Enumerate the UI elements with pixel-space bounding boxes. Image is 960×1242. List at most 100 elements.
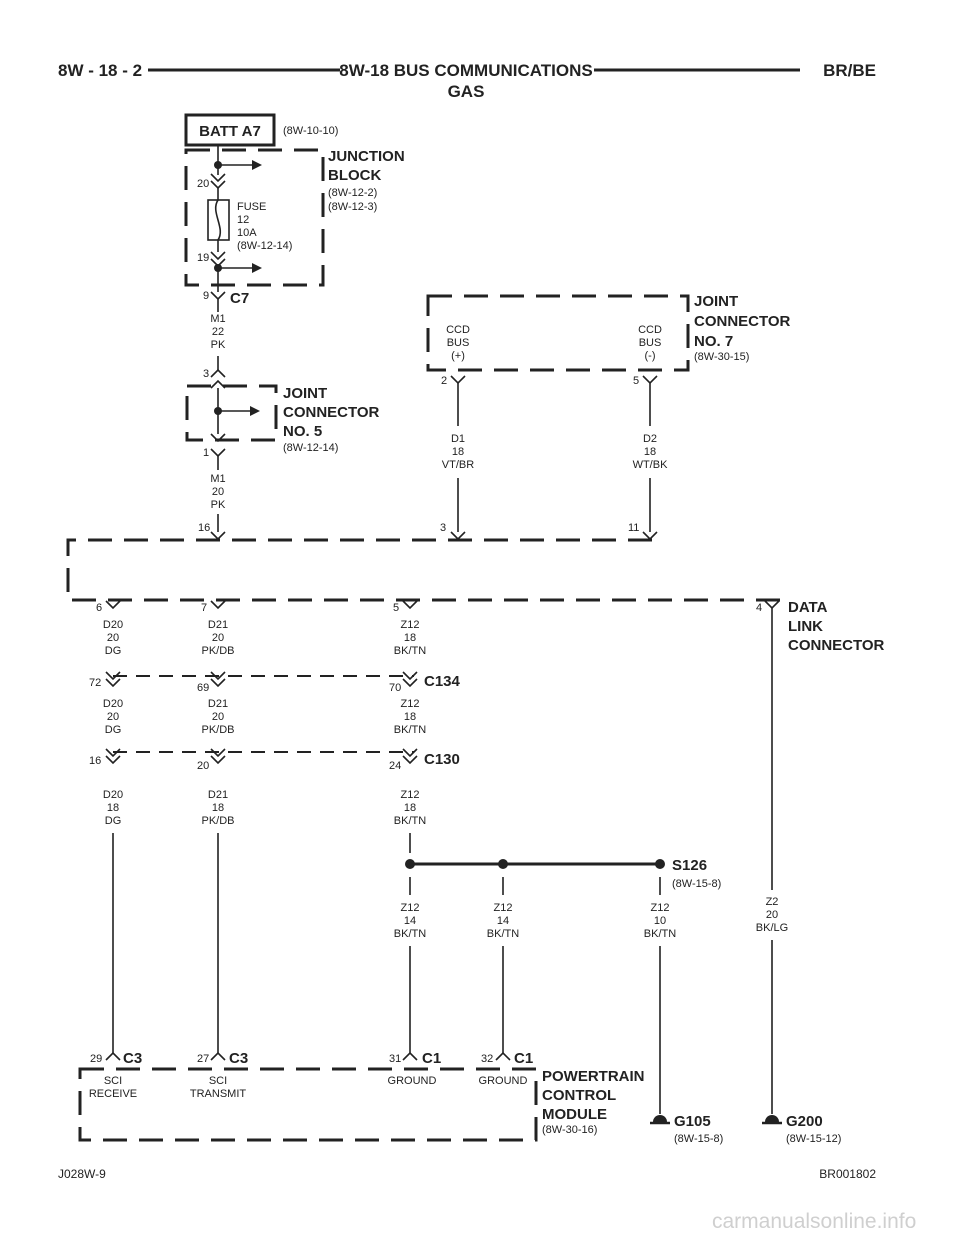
g200-ground-icon xyxy=(765,1115,779,1122)
c130-d21-gauge: 18 xyxy=(212,802,224,814)
pcm-sci-tx-1: SCI xyxy=(209,1075,227,1087)
joint5-name-3: NO. 5 xyxy=(283,423,322,440)
g105-ground-icon xyxy=(653,1115,667,1122)
pcm-sci-rx-2: RECEIVE xyxy=(89,1088,137,1100)
c134-pin-72: 72 xyxy=(89,677,101,689)
joint5-name: JOINT xyxy=(283,385,327,402)
joint5-outline xyxy=(185,384,278,442)
dlc-pin-4-icon xyxy=(764,600,780,610)
joint5-pin-1-icon xyxy=(210,448,226,458)
g105-ref: (8W-15-8) xyxy=(674,1133,723,1145)
c134-pin-69: 69 xyxy=(197,682,209,694)
s126-z12a-circuit: Z12 xyxy=(401,902,420,914)
dlc-pin-5-icon xyxy=(402,600,418,610)
pcm-outline xyxy=(78,1067,538,1142)
s126-splice-a xyxy=(405,859,415,869)
dlc-pin-11: 11 xyxy=(628,522,639,534)
pcm-ref: (8W-30-16) xyxy=(542,1124,597,1136)
dlc-d21-circuit: D21 xyxy=(208,619,228,631)
pcm-conn-c3-rx: C3 xyxy=(123,1050,142,1067)
m1-20-color: PK xyxy=(211,499,226,511)
pcm-ground-1: GROUND xyxy=(388,1075,437,1087)
c134-d20-circuit: D20 xyxy=(103,698,123,710)
c130-z12-circuit: Z12 xyxy=(401,789,420,801)
m1-20-gauge: 20 xyxy=(212,486,224,498)
fuse-element-icon xyxy=(214,199,222,241)
ccd-minus-2: BUS xyxy=(639,337,662,349)
c134-z12-color: BK/TN xyxy=(394,724,426,736)
pcm-sci-tx-2: TRANSMIT xyxy=(190,1088,247,1100)
c134-pin-72-icon xyxy=(105,671,121,688)
dlc-pin-5: 5 xyxy=(393,602,399,614)
c130-z12-color: BK/TN xyxy=(394,815,426,827)
s126-z12b-gauge: 14 xyxy=(497,915,509,927)
c134-pin-70: 70 xyxy=(389,682,401,694)
joint7-name: JOINT xyxy=(694,293,738,310)
c7-connector-icon xyxy=(210,291,226,301)
m1-22-circuit: M1 xyxy=(210,313,225,325)
pcm-pin-32-icon xyxy=(495,1051,511,1061)
joint5-pin-1: 1 xyxy=(203,447,209,459)
c130-z12-gauge: 18 xyxy=(404,802,416,814)
dlc-pin-7-icon xyxy=(210,600,226,610)
z2-circuit: Z2 xyxy=(766,896,779,908)
c134-d20-color: DG xyxy=(105,724,122,736)
s126-z12c-circuit: Z12 xyxy=(651,902,670,914)
s126-z12b-circuit: Z12 xyxy=(494,902,513,914)
dlc-pin-7: 7 xyxy=(201,602,207,614)
c134-z12-gauge: 18 xyxy=(404,711,416,723)
c130-d21-color: PK/DB xyxy=(201,815,234,827)
dlc-d21-color: PK/DB xyxy=(201,645,234,657)
c134-d21-circuit: D21 xyxy=(208,698,228,710)
pcm-pin-31-icon xyxy=(402,1051,418,1061)
c130-label: C130 xyxy=(424,751,460,768)
page-title: 8W-18 BUS COMMUNICATIONS xyxy=(339,61,592,80)
page-number-left: 8W - 18 - 2 xyxy=(58,61,142,80)
s126-z12a-gauge: 14 xyxy=(404,915,416,927)
c130-d20-color: DG xyxy=(105,815,122,827)
ccd-plus-1: CCD xyxy=(446,324,470,336)
dlc-name-2: LINK xyxy=(788,618,823,635)
s126-z12b-color: BK/TN xyxy=(487,928,519,940)
junction-block-outline xyxy=(184,148,325,287)
joint5-ref: (8W-12-14) xyxy=(283,442,338,454)
c134-d20-gauge: 20 xyxy=(107,711,119,723)
d1-color: VT/BR xyxy=(442,459,474,471)
batt-box xyxy=(184,113,276,147)
dlc-pin-6: 6 xyxy=(96,602,102,614)
pcm-conn-c1-a: C1 xyxy=(422,1050,441,1067)
c134-d21-gauge: 20 xyxy=(212,711,224,723)
c130-pin-24: 24 xyxy=(389,760,401,772)
c134-label: C134 xyxy=(424,673,461,690)
s126-z12a-color: BK/TN xyxy=(394,928,426,940)
junction-block-ref-2: (8W-12-3) xyxy=(328,201,377,213)
junction-block-name-2: BLOCK xyxy=(328,167,381,184)
pcm-pin-29: 29 xyxy=(90,1053,102,1065)
z2-gauge: 20 xyxy=(766,909,778,921)
c134-pin-69-icon xyxy=(210,671,226,688)
batt-ref: (8W-10-10) xyxy=(283,125,338,137)
jb-arrowhead-bottom-icon xyxy=(252,263,262,273)
joint7-name-3: NO. 7 xyxy=(694,333,733,350)
c134-d21-color: PK/DB xyxy=(201,724,234,736)
pcm-pin-32: 32 xyxy=(481,1053,493,1065)
dlc-outline xyxy=(66,538,780,602)
jb-arrowhead-top-icon xyxy=(252,160,262,170)
d1-gauge: 18 xyxy=(452,446,464,458)
s126-label: S126 xyxy=(672,857,707,874)
dlc-pin-16: 16 xyxy=(198,522,210,534)
joint5-pin-3-icon xyxy=(210,368,226,378)
c130-d20-circuit: D20 xyxy=(103,789,123,801)
dlc-z12-gauge: 18 xyxy=(404,632,416,644)
c130-pin-16: 16 xyxy=(89,755,101,767)
c7-pin: 9 xyxy=(203,290,209,302)
c130-d21-circuit: D21 xyxy=(208,789,228,801)
page-code-right: BR/BE xyxy=(823,61,876,80)
joint5-name-2: CONNECTOR xyxy=(283,404,380,421)
d2-color: WT/BK xyxy=(633,459,668,471)
joint7-outline xyxy=(426,294,690,372)
dlc-z12-color: BK/TN xyxy=(394,645,426,657)
joint7-ref: (8W-30-15) xyxy=(694,351,749,363)
c130-pin-16-icon xyxy=(105,748,121,765)
